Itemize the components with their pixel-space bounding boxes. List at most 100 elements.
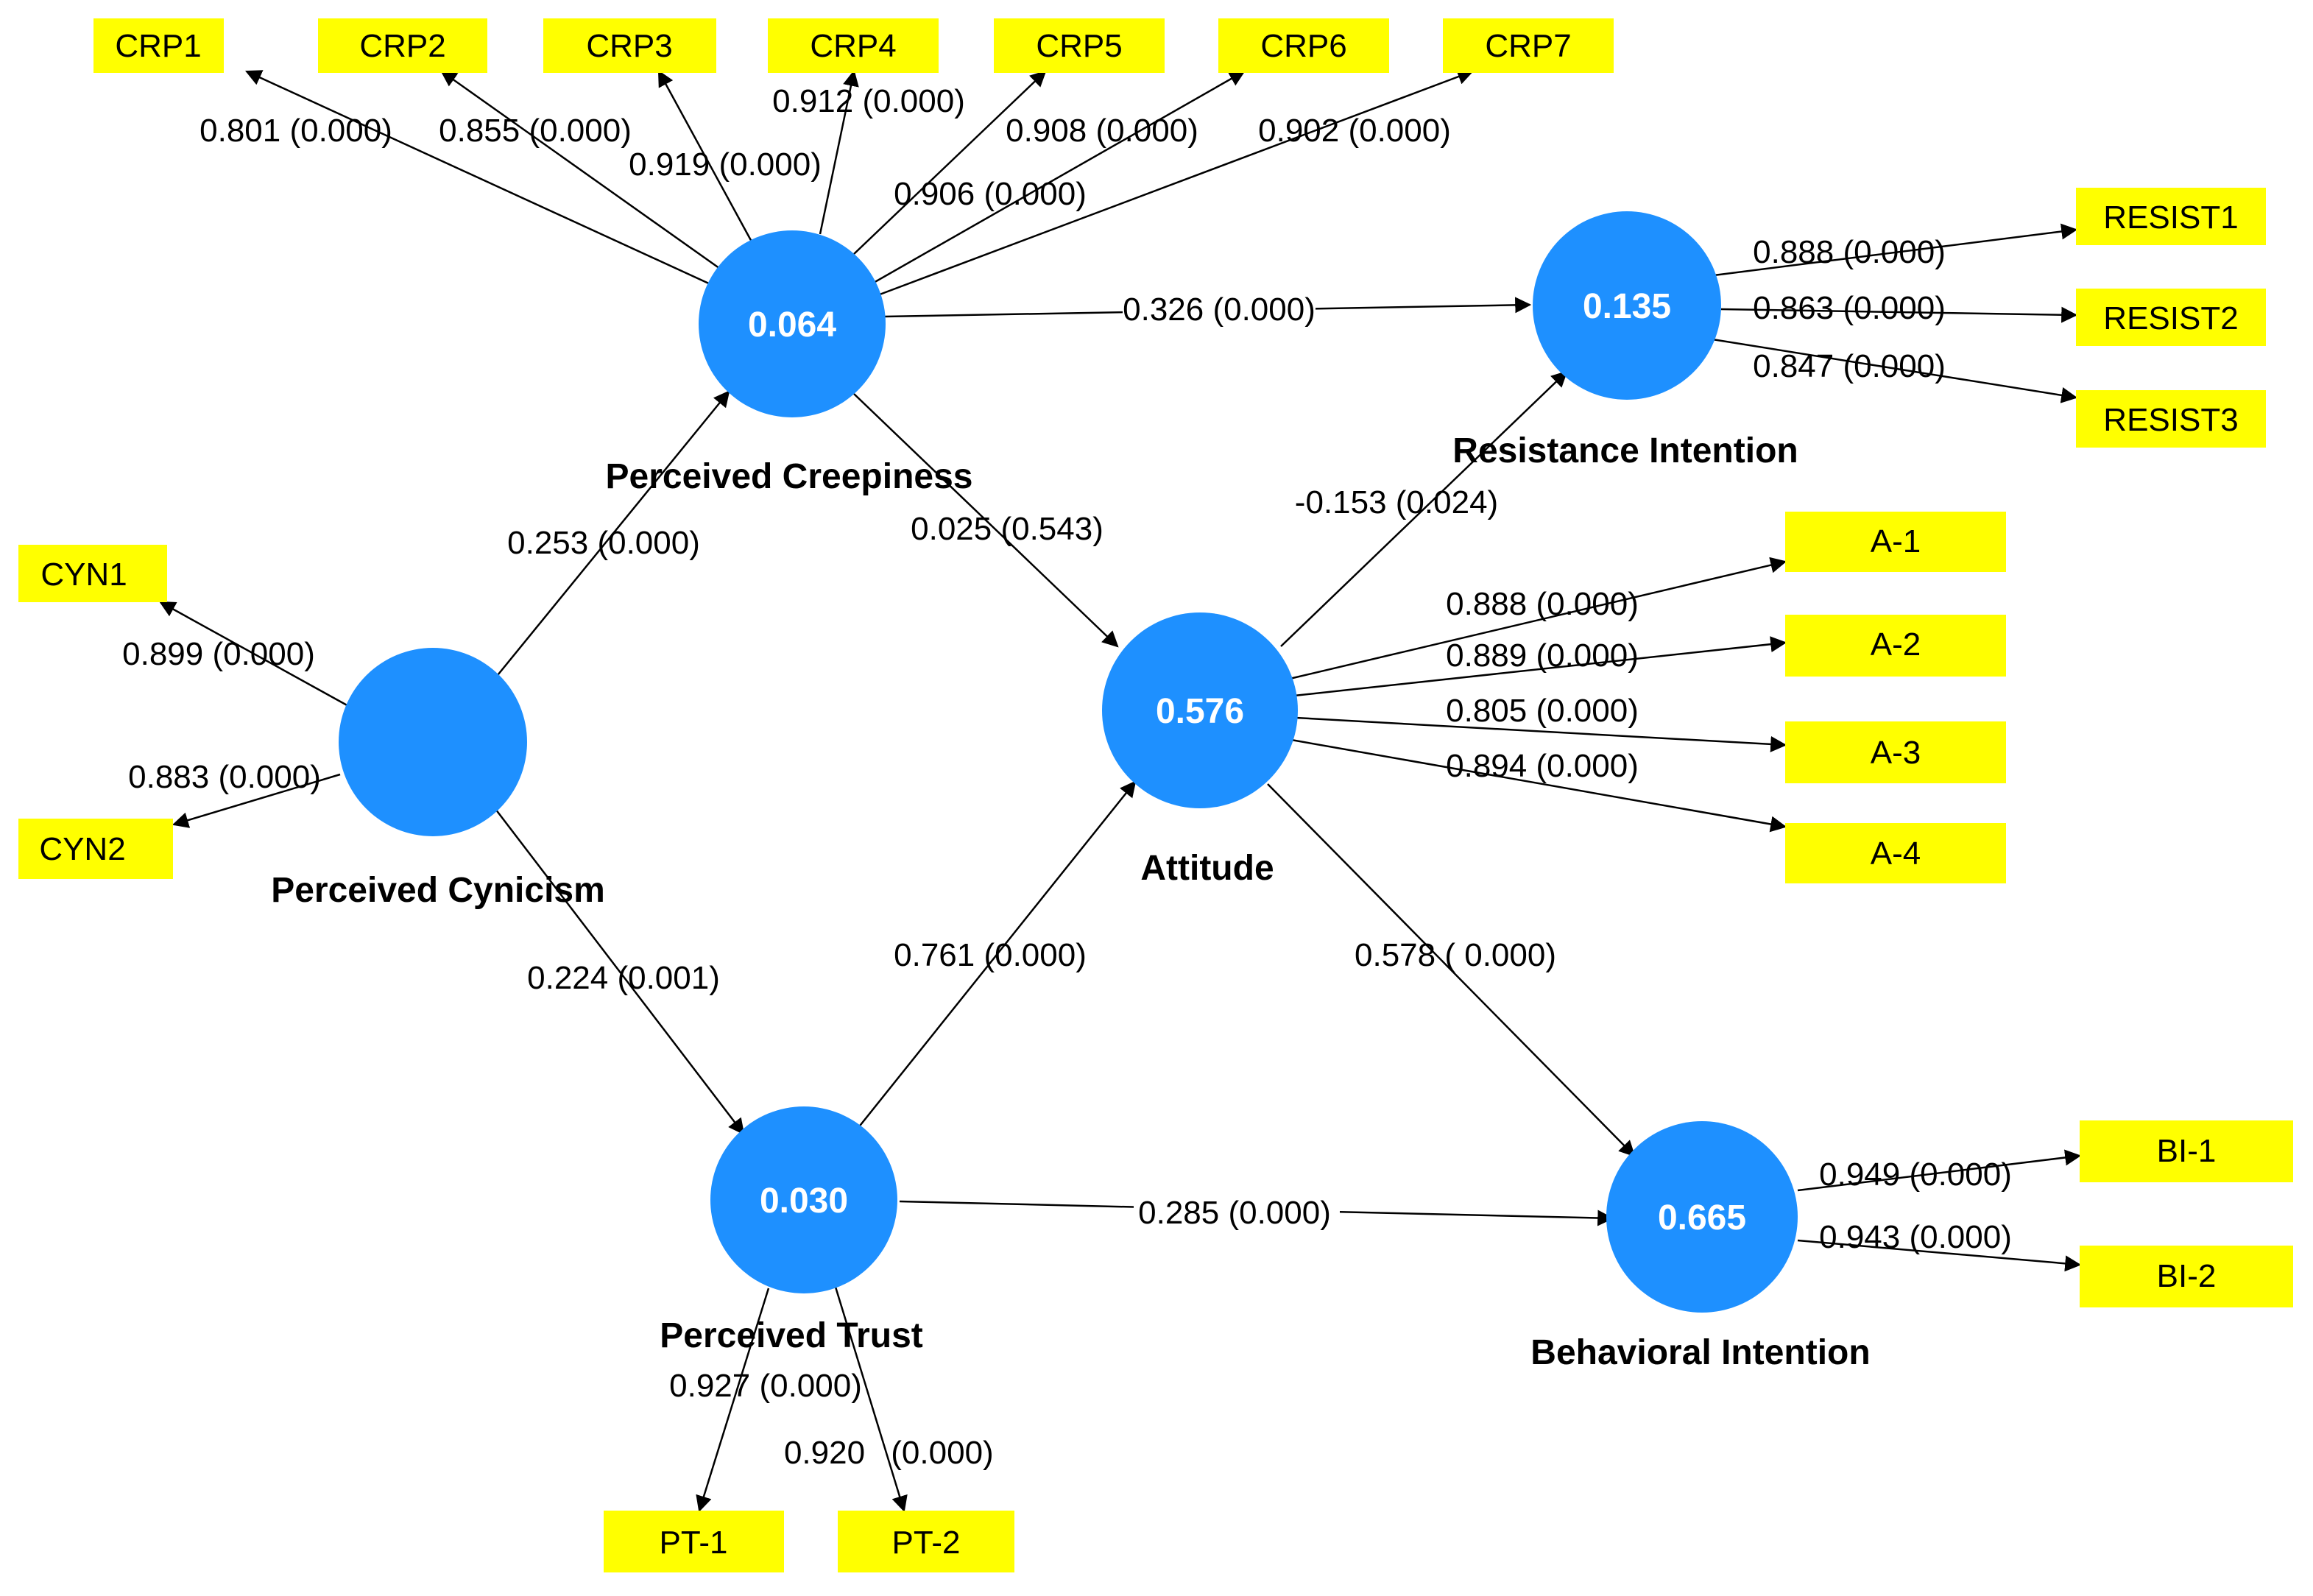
construct-perceived-trust: 0.030 Perceived Trust	[660, 1106, 923, 1355]
indicator-label: PT-1	[660, 1525, 728, 1561]
loading-label: 0.847 (0.000)	[1753, 348, 1946, 384]
path-trust-attitude	[857, 780, 1137, 1129]
edge-creepiness-crp1	[245, 70, 721, 290]
edge-attitude-a1	[1289, 557, 1787, 680]
edge-resistance-resist3	[1707, 337, 2078, 403]
loading-label: 0.805 (0.000)	[1446, 693, 1639, 729]
construct-attitude: 0.576 Attitude	[1102, 612, 1298, 888]
edge-creepiness-crp2	[440, 70, 728, 275]
indicator-label: CRP5	[1036, 28, 1122, 64]
indicator-label: CRP6	[1260, 28, 1346, 64]
indicator-cyn1: CYN1	[18, 545, 167, 602]
construct-behavioral-intention: 0.665 Behavioral Intention	[1530, 1121, 1871, 1372]
loading-label: 0.855 (0.000)	[439, 113, 632, 149]
loading-label: 0.883 (0.000)	[128, 759, 321, 795]
loading-label: 0.919 (0.000)	[629, 146, 822, 183]
indicator-label: CRP3	[586, 28, 672, 64]
indicator-label: CRP4	[810, 28, 896, 64]
edge-trust-pt2	[833, 1284, 908, 1513]
indicator-label: BI-1	[2157, 1133, 2217, 1169]
loading-label: (0.000)	[891, 1435, 993, 1471]
indicator-label: CYN2	[39, 831, 125, 867]
construct-name: Behavioral Intention	[1530, 1333, 1870, 1372]
r2-value: 0.030	[760, 1182, 848, 1221]
construct-resistance-intention: 0.135 Resistance Intention	[1452, 211, 1798, 470]
loading-label: 0.908 (0.000)	[1006, 113, 1198, 149]
indicator-a2: A-2	[1785, 615, 2006, 677]
indicator-label: RESIST1	[2103, 200, 2238, 236]
path-coefficient-label: 0.224 (0.001)	[527, 960, 720, 996]
r2-value: 0.576	[1156, 692, 1244, 731]
construct-name: Resistance Intention	[1452, 431, 1798, 470]
loading-label: 0.889 (0.000)	[1446, 638, 1639, 674]
edges	[159, 68, 2082, 1513]
indicators: CRP1 CRP2 CRP3 CRP4 CRP5 CRP6 CRP7	[18, 18, 2293, 1572]
loading-label: 0.927 (0.000)	[669, 1368, 862, 1404]
indicator-label: RESIST2	[2103, 300, 2238, 336]
indicator-resist1: RESIST1	[2076, 188, 2266, 245]
path-coefficient-label: 0.253 (0.000)	[507, 525, 700, 561]
r2-value: 0.135	[1583, 287, 1671, 326]
loading-label: 0.888 (0.000)	[1446, 586, 1639, 622]
loading-label: 0.899 (0.000)	[122, 636, 315, 672]
path-coefficient-label: 0.761 (0.000)	[894, 937, 1087, 973]
path-coefficient-label: 0.285 (0.000)	[1138, 1195, 1331, 1231]
edge-creepiness-crp6	[872, 70, 1246, 285]
loading-label: 0.863 (0.000)	[1753, 290, 1946, 326]
indicator-crp3: CRP3	[543, 18, 716, 73]
indicator-label: A-1	[1871, 523, 1921, 559]
path-coefficient-label: 0.025 (0.543)	[911, 511, 1103, 547]
indicator-label: CYN1	[40, 557, 127, 593]
loading-label: 0.894 (0.000)	[1446, 748, 1639, 784]
edge-cynicism-cyn1	[159, 601, 350, 708]
loading-label: 0.902 (0.000)	[1258, 113, 1451, 149]
indicator-label: A-4	[1871, 836, 1921, 872]
edge-labels: 0.801 (0.000) 0.855 (0.000) 0.919 (0.000…	[122, 83, 2012, 1471]
indicator-label: CRP2	[359, 28, 445, 64]
indicator-label: A-2	[1871, 626, 1921, 663]
indicator-bi1: BI-1	[2080, 1120, 2293, 1182]
loading-label: 0.920	[784, 1435, 865, 1471]
loading-label: 0.949 (0.000)	[1819, 1157, 2012, 1193]
loading-label: 0.912 (0.000)	[772, 83, 965, 119]
constructs: 0.064 Perceived Creepiness 0.135 Resista…	[271, 211, 1871, 1372]
edge-trust-pt1	[696, 1288, 770, 1513]
construct-name: Attitude	[1140, 849, 1274, 888]
loading-label: 0.943 (0.000)	[1819, 1219, 2012, 1255]
indicator-crp7: CRP7	[1443, 18, 1614, 73]
indicator-cyn2: CYN2	[18, 819, 173, 879]
edge-resistance-resist1	[1707, 223, 2078, 278]
indicator-resist3: RESIST3	[2076, 390, 2266, 448]
edge-creepiness-crp7	[879, 68, 1475, 296]
indicator-crp5: CRP5	[994, 18, 1165, 73]
indicator-label: CRP1	[115, 28, 201, 64]
indicator-a4: A-4	[1785, 823, 2006, 883]
loading-label: 0.888 (0.000)	[1753, 234, 1946, 270]
indicator-crp1: CRP1	[93, 18, 224, 73]
indicator-label: BI-2	[2157, 1258, 2217, 1294]
edge-attitude-a3	[1295, 716, 1787, 752]
r2-value: 0.665	[1658, 1198, 1746, 1237]
path-cynicism-trust	[492, 805, 745, 1135]
edge-creepiness-crp4	[819, 69, 859, 235]
indicator-label: A-3	[1871, 735, 1921, 771]
path-cynicism-creepiness	[494, 390, 730, 679]
indicator-label: PT-2	[892, 1525, 961, 1561]
construct-name: Perceived Creepiness	[606, 457, 973, 496]
indicator-pt2: PT-2	[838, 1511, 1014, 1572]
indicator-resist2: RESIST2	[2076, 289, 2266, 346]
edge-cynicism-cyn2	[172, 773, 341, 828]
indicator-a1: A-1	[1785, 512, 2006, 572]
indicator-label: RESIST3	[2103, 402, 2238, 438]
path-coefficient-label: -0.153 (0.024)	[1295, 484, 1498, 520]
loading-label: 0.801 (0.000)	[199, 113, 392, 149]
construct-perceived-creepiness: 0.064 Perceived Creepiness	[606, 230, 973, 496]
path-attitude-resistance	[1280, 370, 1568, 647]
path-attitude-behavioral	[1267, 783, 1636, 1157]
indicator-crp2: CRP2	[318, 18, 487, 73]
edge-resistance-resist2	[1720, 306, 2078, 323]
indicator-crp6: CRP6	[1218, 18, 1389, 73]
construct-name: Perceived Cynicism	[271, 871, 605, 910]
edge-attitude-a2	[1293, 636, 1787, 697]
